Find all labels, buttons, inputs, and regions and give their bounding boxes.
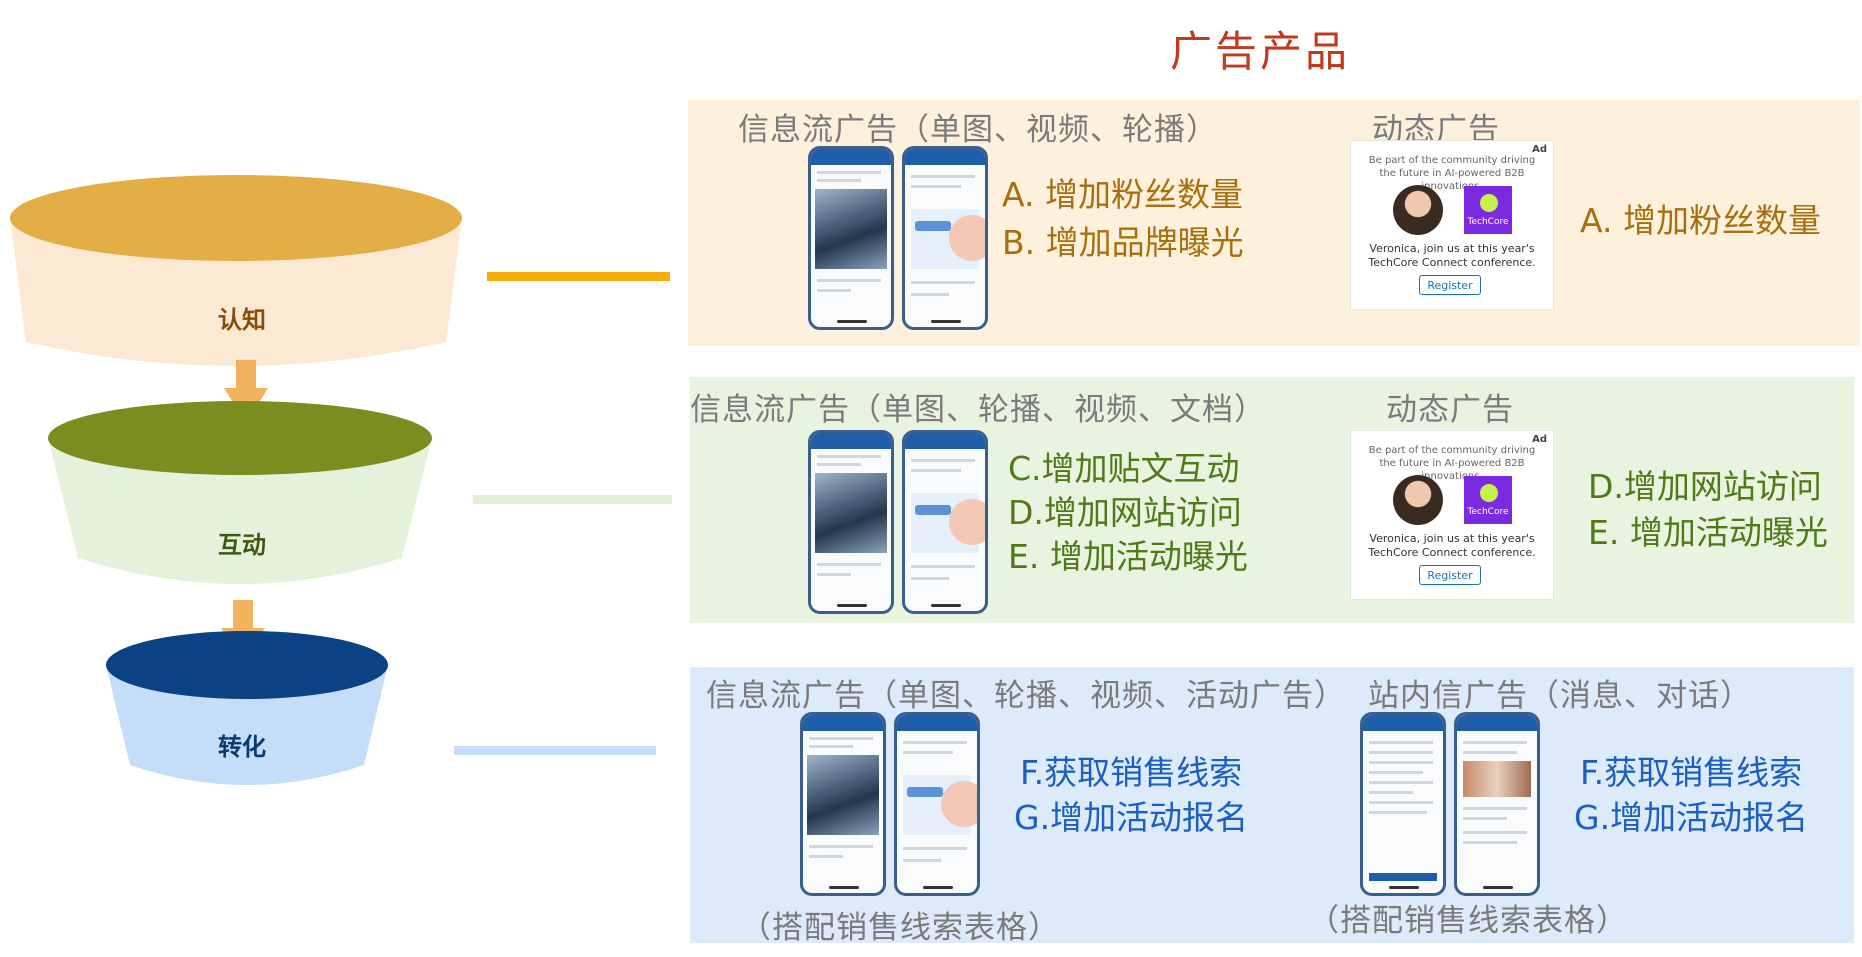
register-button[interactable]: Register	[1419, 275, 1481, 295]
stage-label-conversion: 转化	[218, 733, 266, 761]
phone-mockup-icon	[1360, 712, 1446, 896]
avatar	[1393, 475, 1443, 525]
phone-mockup-icon	[902, 146, 988, 330]
techcore-logo-icon: TechCore	[1464, 186, 1512, 234]
engagement-right-item-2: E. 增加活动曝光	[1588, 513, 1828, 552]
awareness-left-item-2: B. 增加品牌曝光	[1002, 223, 1244, 262]
conversion-right-header: 站内信广告（消息、对话）	[1368, 678, 1752, 714]
phone-mockup-icon	[1454, 712, 1540, 896]
ad-message: Veronica, join us at this year's TechCor…	[1368, 532, 1536, 559]
conversion-left-header: 信息流广告（单图、轮播、视频、活动广告）	[706, 678, 1346, 714]
ad-card-icon: Ad Be part of the community driving the …	[1350, 430, 1554, 600]
connector-line-engagement	[473, 495, 672, 504]
conversion-right-footer: （搭配销售线索表格）	[1308, 903, 1628, 939]
stage-label-awareness: 认知	[218, 306, 266, 334]
ad-headline: Be part of the community driving the fut…	[1368, 155, 1536, 192]
ad-card-icon: Ad Be part of the community driving the …	[1350, 140, 1554, 310]
funnel-stage-awareness-top	[10, 175, 462, 261]
phone-mockup-icon	[800, 712, 886, 896]
avatar	[1393, 185, 1443, 235]
ad-headline: Be part of the community driving the fut…	[1368, 445, 1536, 482]
funnel-stage-conversion-top	[106, 631, 388, 699]
engagement-left-item-2: D.增加网站访问	[1008, 493, 1242, 532]
conversion-left-item-1: F.获取销售线索	[1020, 753, 1243, 792]
conversion-right-item-1: F.获取销售线索	[1580, 753, 1803, 792]
conversion-left-footer: （搭配销售线索表格）	[740, 910, 1060, 946]
funnel-stage-engagement	[48, 438, 432, 584]
phone-mockup-icon	[808, 430, 894, 614]
ad-brand: TechCore	[1467, 217, 1509, 227]
page-title: 广告产品	[1170, 27, 1351, 76]
ad-brand: TechCore	[1467, 507, 1509, 517]
phone-mockup-icon	[808, 146, 894, 330]
phone-mockup-icon	[902, 430, 988, 614]
engagement-left-item-1: C.增加贴文互动	[1008, 449, 1240, 488]
funnel-diagram	[10, 175, 462, 785]
funnel-stage-engagement-top	[48, 401, 432, 475]
stage-label-engagement: 互动	[218, 531, 266, 559]
engagement-left-item-3: E. 增加活动曝光	[1008, 537, 1248, 576]
engagement-left-header: 信息流广告（单图、轮播、视频、文档）	[690, 392, 1266, 428]
engagement-right-header: 动态广告	[1386, 392, 1514, 428]
connector-line-awareness	[487, 272, 670, 281]
funnel-stage-conversion	[106, 665, 388, 785]
phone-mockup-icon	[894, 712, 980, 896]
conversion-right-item-2: G.增加活动报名	[1574, 798, 1809, 837]
connector-line-conversion	[454, 746, 656, 755]
ad-message: Veronica, join us at this year's TechCor…	[1368, 242, 1536, 269]
ad-label: Ad	[1532, 434, 1547, 445]
awareness-left-header: 信息流广告（单图、视频、轮播）	[738, 112, 1218, 148]
techcore-logo-icon: TechCore	[1464, 476, 1512, 524]
awareness-right-item-1: A. 增加粉丝数量	[1580, 201, 1821, 240]
engagement-right-item-1: D.增加网站访问	[1588, 467, 1822, 506]
ad-label: Ad	[1532, 144, 1547, 155]
register-button[interactable]: Register	[1419, 565, 1481, 585]
conversion-left-item-2: G.增加活动报名	[1014, 798, 1249, 837]
awareness-left-item-1: A. 增加粉丝数量	[1002, 175, 1243, 214]
